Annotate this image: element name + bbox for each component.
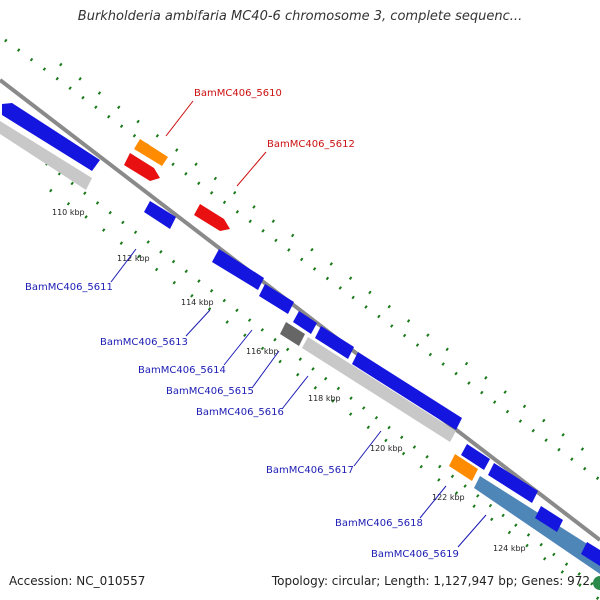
gene-arrow[interactable] xyxy=(352,352,462,430)
legend-dot-icon xyxy=(593,576,600,590)
gene-label-5613[interactable]: BamMC406_5613 xyxy=(100,337,188,348)
accession-label: Accession: NC_010557 xyxy=(9,574,146,588)
gene-label-5617[interactable]: BamMC406_5617 xyxy=(266,465,354,476)
backbone-line xyxy=(0,78,600,542)
gene-label-5615[interactable]: BamMC406_5615 xyxy=(166,386,254,397)
genes[interactable] xyxy=(0,103,600,574)
tick-label: 118 kbp xyxy=(308,394,341,403)
leader-lines xyxy=(110,100,487,548)
gene-labels[interactable]: BamMC406_5610 BamMC406_5612 BamMC406_561… xyxy=(25,88,459,560)
gene-arrow[interactable] xyxy=(315,326,354,359)
tick-label: 116 kbp xyxy=(246,347,279,356)
gene-arrow-5610[interactable] xyxy=(134,139,168,166)
gene-label-5619[interactable]: BamMC406_5619 xyxy=(371,549,459,560)
topology-label: Topology: circular; Length: 1,127,947 bp… xyxy=(271,574,590,588)
gene-arrow-5615[interactable] xyxy=(259,284,294,314)
tick-label: 122 kbp xyxy=(432,493,465,502)
tick-label: 114 kbp xyxy=(181,298,214,307)
gene-arrow-5613[interactable] xyxy=(144,201,176,229)
gene-label-5611[interactable]: BamMC406_5611 xyxy=(25,282,113,293)
gene-label-5616[interactable]: BamMC406_5616 xyxy=(196,407,284,418)
tick-label: 120 kbp xyxy=(370,444,403,453)
gene-arrow-5616[interactable] xyxy=(293,311,317,334)
gene-arrow[interactable] xyxy=(461,444,490,470)
gene-arrow[interactable] xyxy=(535,506,563,532)
gene-arrow[interactable] xyxy=(0,121,92,190)
gene-arrow-5618[interactable] xyxy=(449,454,478,481)
gene-label-5610[interactable]: BamMC406_5610 xyxy=(194,88,282,99)
gene-arrow[interactable] xyxy=(581,542,600,566)
gene-label-5618[interactable]: BamMC406_5618 xyxy=(335,518,423,529)
tick-label: 110 kbp xyxy=(52,208,85,217)
gene-arrow[interactable] xyxy=(488,463,538,503)
gene-arrow[interactable] xyxy=(2,103,100,171)
map-title: Burkholderia ambifaria MC40-6 chromosome… xyxy=(77,9,523,24)
tick-labels: 110 kbp 112 kbp 114 kbp 116 kbp 118 kbp … xyxy=(52,208,526,553)
gene-label-5612[interactable]: BamMC406_5612 xyxy=(267,139,355,150)
tick-label: 124 kbp xyxy=(493,544,526,553)
gene-arrow-5619[interactable] xyxy=(474,476,600,574)
gene-arrow-5614[interactable] xyxy=(212,249,264,290)
gene-arrow-dark[interactable] xyxy=(280,322,305,346)
tick-label: 112 kbp xyxy=(117,254,150,263)
gene-arrow-5611[interactable] xyxy=(124,153,160,181)
gene-label-5614[interactable]: BamMC406_5614 xyxy=(138,365,226,376)
gene-arrow-5612[interactable] xyxy=(194,204,230,231)
gene-arrow-5617[interactable] xyxy=(302,337,456,442)
